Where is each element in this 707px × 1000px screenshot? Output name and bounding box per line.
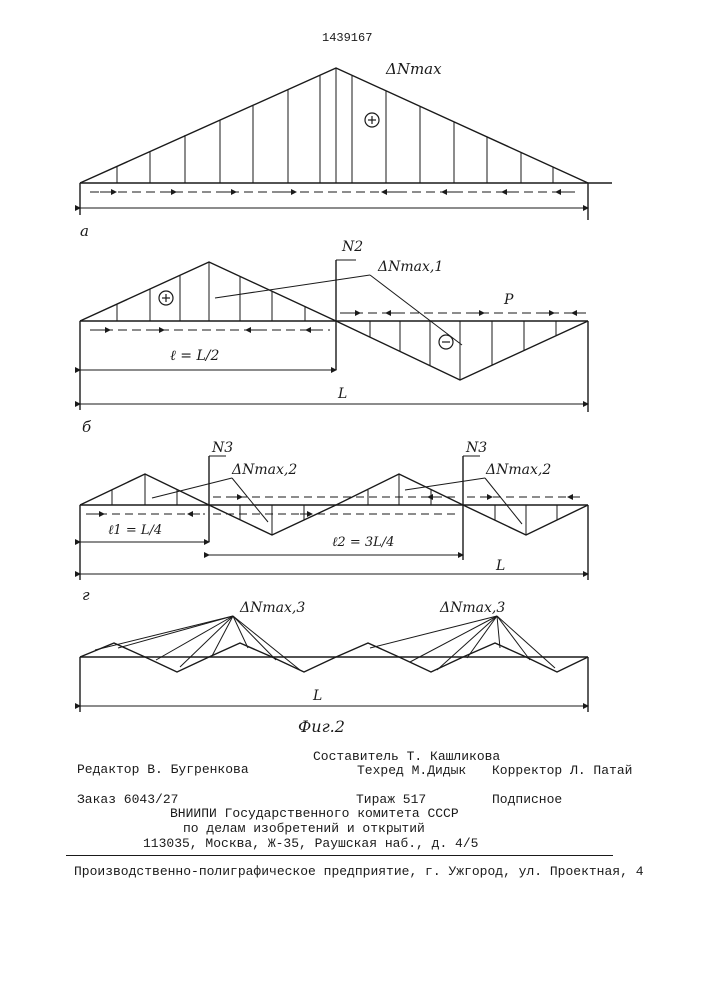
panel-v-delta-label-1: ΔNmax,2	[231, 462, 297, 478]
panel-b-delta-label: ΔNmax,1	[377, 259, 443, 275]
panel-v-delta-label-2: ΔNmax,2	[485, 462, 551, 478]
panel-g-diagram	[80, 616, 588, 712]
panel-a-label: a	[80, 222, 89, 240]
panel-g-delta-label-2: ΔNmax,3	[439, 600, 505, 616]
imprint-org-line-1: ВНИИПИ Государственного комитета СССР	[170, 806, 459, 821]
imprint-org-line-2: по делам изобретений и открытий	[183, 821, 425, 836]
imprint-printer: Производственно-полиграфическое предприя…	[74, 864, 644, 879]
panel-b-span-label: L	[337, 386, 347, 402]
imprint-order: Заказ 6043/27	[77, 792, 178, 807]
imprint-compiler: Составитель Т. Кашликова	[313, 749, 500, 764]
panel-b-p-label: P	[503, 292, 514, 308]
imprint-subscription: Подписное	[492, 792, 562, 807]
imprint-techred: Техред М.Дидык	[357, 763, 466, 778]
imprint-corrector: Корректор Л. Патай	[492, 763, 632, 778]
panel-b-diagram	[80, 260, 588, 412]
panel-v-n-label-2: N3	[465, 440, 487, 456]
panel-v-l2-label: ℓ2 = 3L/4	[332, 535, 394, 550]
imprint-org-line-3: 113035, Москва, Ж-35, Раушская наб., д. …	[143, 836, 478, 851]
panel-g-span-label: L	[312, 688, 322, 704]
panel-b-n-label: N2	[341, 239, 363, 255]
panel-a-diagram	[80, 68, 612, 220]
panel-b-l-label: ℓ = L/2	[170, 348, 219, 364]
figure-2-diagrams: ΔNmax a N2 ΔNmax,1 P ℓ = L/2 L б N3 ΔNma…	[0, 0, 707, 740]
imprint-editor: Редактор В. Бугренкова	[77, 762, 249, 777]
panel-v-label: г	[82, 586, 90, 604]
figure-caption: Фиг.2	[298, 717, 345, 736]
panel-g-delta-label-1: ΔNmax,3	[239, 600, 305, 616]
panel-v-span-label: L	[495, 558, 505, 574]
panel-v-n-label-1: N3	[211, 440, 233, 456]
panel-b-label: б	[82, 418, 92, 436]
imprint-divider	[66, 855, 613, 856]
panel-v-l1-label: ℓ1 = L/4	[108, 523, 162, 538]
panel-a-delta-label: ΔNmax	[385, 60, 442, 78]
imprint-circulation: Тираж 517	[356, 792, 426, 807]
